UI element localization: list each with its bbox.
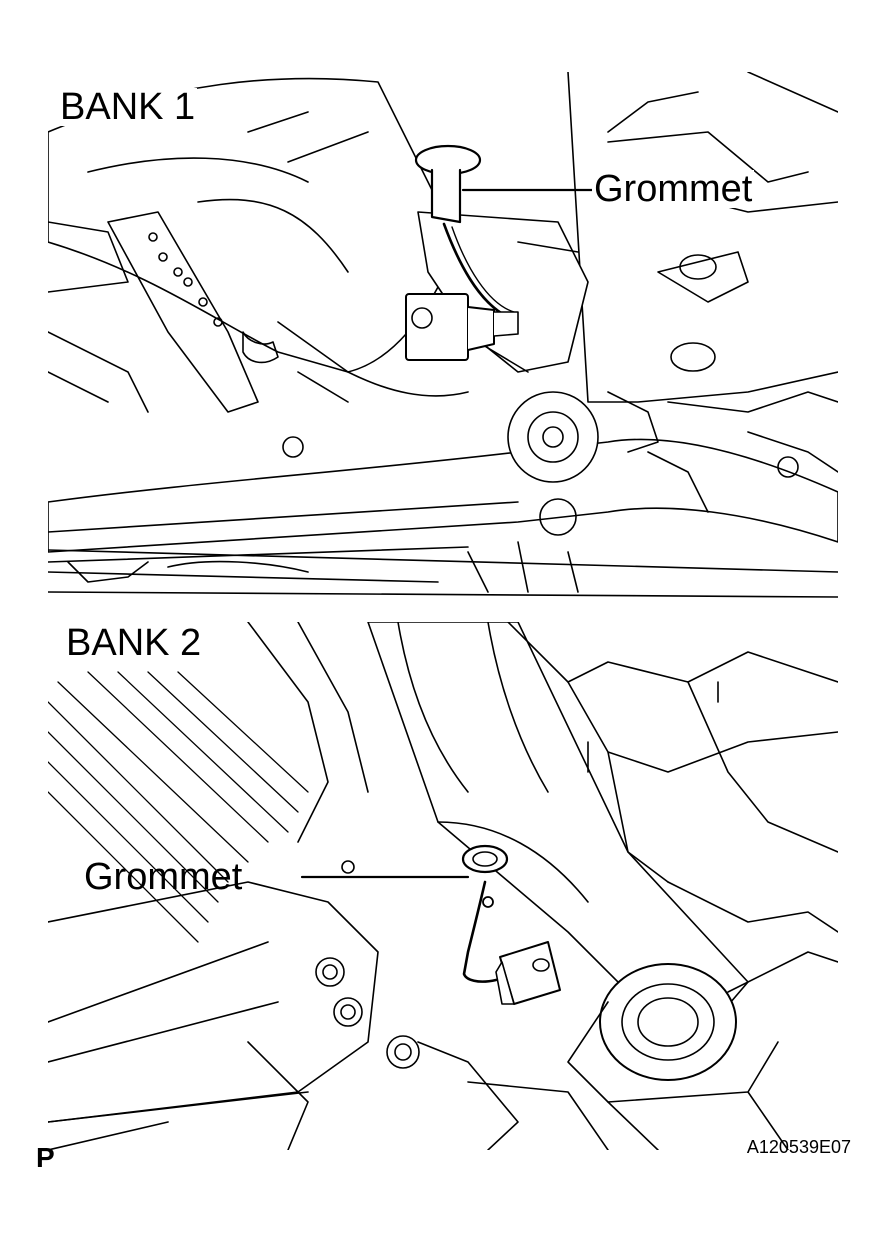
pipe-flange	[599, 963, 737, 1081]
grommet-bank2	[461, 844, 509, 874]
bank1-label: BANK 1	[58, 86, 198, 128]
page-mark: P	[36, 1142, 55, 1173]
grommet-bank1	[414, 144, 482, 176]
grommet-callout-bank2: Grommet	[84, 856, 243, 898]
sensor-wire-bank2	[462, 880, 498, 983]
figure-id: A120539E07	[746, 1137, 851, 1157]
suspension-arm	[48, 438, 838, 553]
hatched-floor	[48, 671, 309, 943]
bank2-illustration	[48, 622, 838, 1150]
bank1-illustration	[48, 72, 838, 602]
oxygen-sensor-bank1	[405, 293, 469, 361]
grommet-callout-bank1: Grommet	[592, 168, 755, 210]
bank2-label: BANK 2	[64, 622, 204, 664]
